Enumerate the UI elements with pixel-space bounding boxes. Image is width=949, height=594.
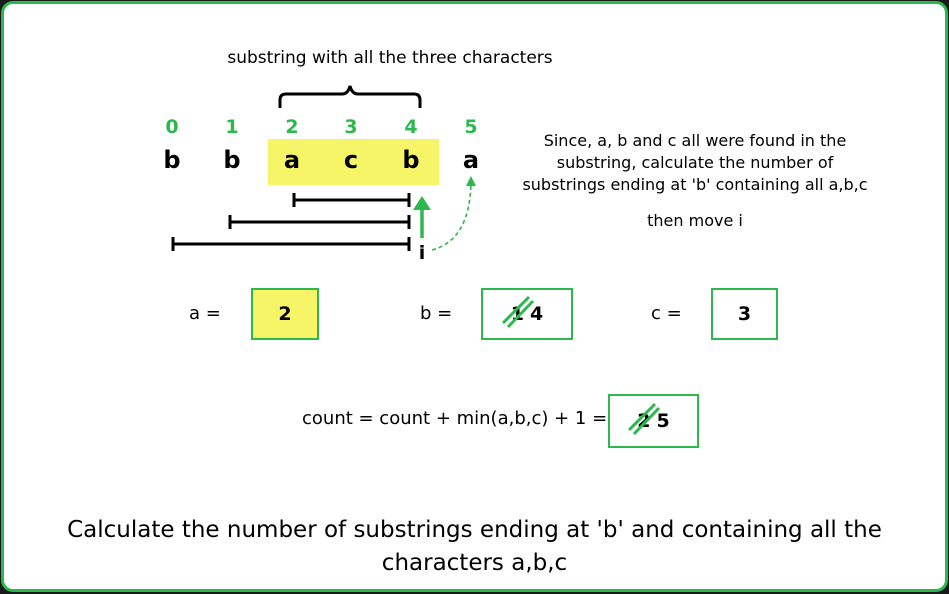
explanation-line-1: Since, a, b and c all were found in the — [543, 131, 847, 150]
curly-brace — [278, 85, 422, 108]
counter-c-value: 3 — [737, 303, 752, 325]
move-arrow — [431, 176, 476, 251]
caption-line-1: Calculate the number of substrings endin… — [67, 517, 882, 543]
substring-label: substring with all the three characters — [227, 48, 553, 68]
strikethrough-icon — [628, 402, 661, 436]
pointer-label: i — [418, 242, 426, 264]
char-5: a — [462, 146, 480, 174]
index-4: 4 — [404, 116, 418, 138]
counter-b-box: 1 4 — [481, 288, 573, 340]
count-formula: count = count + min(a,b,c) + 1 = — [302, 408, 608, 429]
index-5: 5 — [464, 116, 478, 138]
char-3: c — [343, 146, 359, 174]
strikethrough-icon — [501, 295, 534, 329]
char-1: b — [223, 146, 241, 174]
move-note: then move i — [647, 211, 743, 230]
range-bar-2-4 — [292, 193, 411, 207]
counter-c-box: 3 — [711, 288, 778, 340]
counter-b-old-value-wrap: 1 — [501, 295, 534, 329]
char-2: a — [283, 146, 301, 174]
count-box: 2 5 — [608, 394, 699, 448]
substring-highlight — [268, 139, 439, 185]
substring-ranges — [171, 176, 476, 251]
explanation-line-2: substring, calculate the number of — [556, 153, 834, 172]
index-1: 1 — [225, 116, 239, 138]
explanation-text: Since, a, b and c all were found in the … — [505, 130, 885, 196]
counter-b-value: 4 — [530, 303, 544, 325]
explanation-line-3: substrings ending at 'b' containing all … — [522, 175, 868, 194]
index-0: 0 — [165, 116, 179, 138]
range-bar-0-4 — [171, 237, 411, 251]
counter-b-label: b = — [420, 303, 453, 324]
caption: Calculate the number of substrings endin… — [20, 514, 929, 580]
char-0: b — [163, 146, 181, 174]
count-value: 5 — [656, 410, 670, 432]
count-old-value-wrap: 2 — [628, 402, 661, 436]
counter-c-label: c = — [651, 303, 682, 324]
counter-a-label: a = — [189, 303, 221, 324]
counter-a-value: 2 — [278, 303, 292, 325]
index-3: 3 — [344, 116, 358, 138]
index-2: 2 — [285, 116, 299, 138]
pointer-arrow — [413, 196, 431, 238]
char-4: b — [402, 146, 420, 174]
counter-a-box: 2 — [251, 288, 319, 340]
range-bar-1-4 — [228, 215, 411, 229]
caption-line-2: characters a,b,c — [381, 550, 568, 576]
